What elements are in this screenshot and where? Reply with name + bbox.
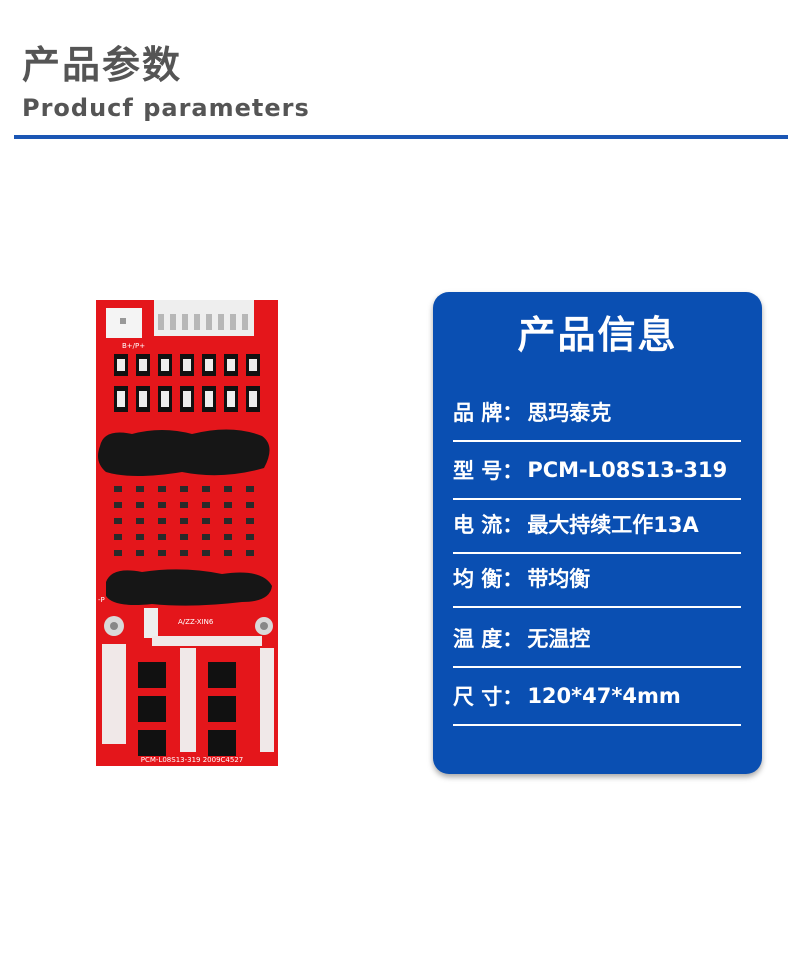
smd-component-grid bbox=[114, 486, 254, 556]
info-value: 最大持续工作13A bbox=[527, 513, 699, 537]
resistor-array-bottom bbox=[114, 386, 260, 412]
info-label: 型 号： bbox=[453, 459, 524, 483]
info-label: 品 牌： bbox=[453, 401, 524, 425]
info-label: 尺 寸： bbox=[453, 685, 524, 709]
pin-label-left: -P bbox=[98, 596, 105, 604]
via-grid bbox=[102, 636, 274, 752]
mosfet-array bbox=[138, 662, 236, 756]
info-row-brand: 品 牌： 思玛泰克 bbox=[453, 384, 741, 442]
page-subtitle: Producf parameters bbox=[22, 94, 310, 122]
info-value: 思玛泰克 bbox=[527, 401, 612, 425]
info-label: 均 衡： bbox=[453, 567, 524, 591]
glue-blob-upper bbox=[98, 429, 270, 476]
page-title: 产品参数 bbox=[22, 43, 183, 87]
info-row-balance: 均 衡： 带均衡 bbox=[453, 550, 741, 608]
bottom-silk-label: PCM-L08S13-319 2009C4527 bbox=[141, 756, 243, 764]
info-row-temperature: 温 度： 无温控 bbox=[453, 610, 741, 668]
info-row-current: 电 流： 最大持续工作13A bbox=[453, 496, 741, 554]
glue-blob-lower bbox=[106, 569, 272, 606]
header-divider bbox=[14, 135, 788, 139]
info-row-model: 型 号： PCM-L08S13-319 bbox=[453, 442, 741, 500]
info-label: 温 度： bbox=[453, 627, 524, 651]
product-info-card: 产品信息 品 牌： 思玛泰克 型 号： PCM-L08S13-319 电 流： … bbox=[433, 292, 762, 774]
info-label: 电 流： bbox=[453, 513, 524, 537]
info-row-size: 尺 寸： 120*47*4mm bbox=[453, 668, 741, 726]
info-value: 带均衡 bbox=[527, 567, 591, 591]
mid-silk-label: A/ZZ-XIN6 bbox=[178, 618, 214, 626]
info-value: 无温控 bbox=[527, 627, 591, 651]
card-title: 产品信息 bbox=[517, 313, 678, 357]
info-value: 120*47*4mm bbox=[527, 684, 681, 708]
product-board-image: B+/P+ bbox=[96, 300, 278, 766]
resistor-array-top bbox=[114, 354, 260, 376]
info-value: PCM-L08S13-319 bbox=[527, 458, 728, 482]
pin-label-first: B+/P+ bbox=[122, 342, 145, 350]
